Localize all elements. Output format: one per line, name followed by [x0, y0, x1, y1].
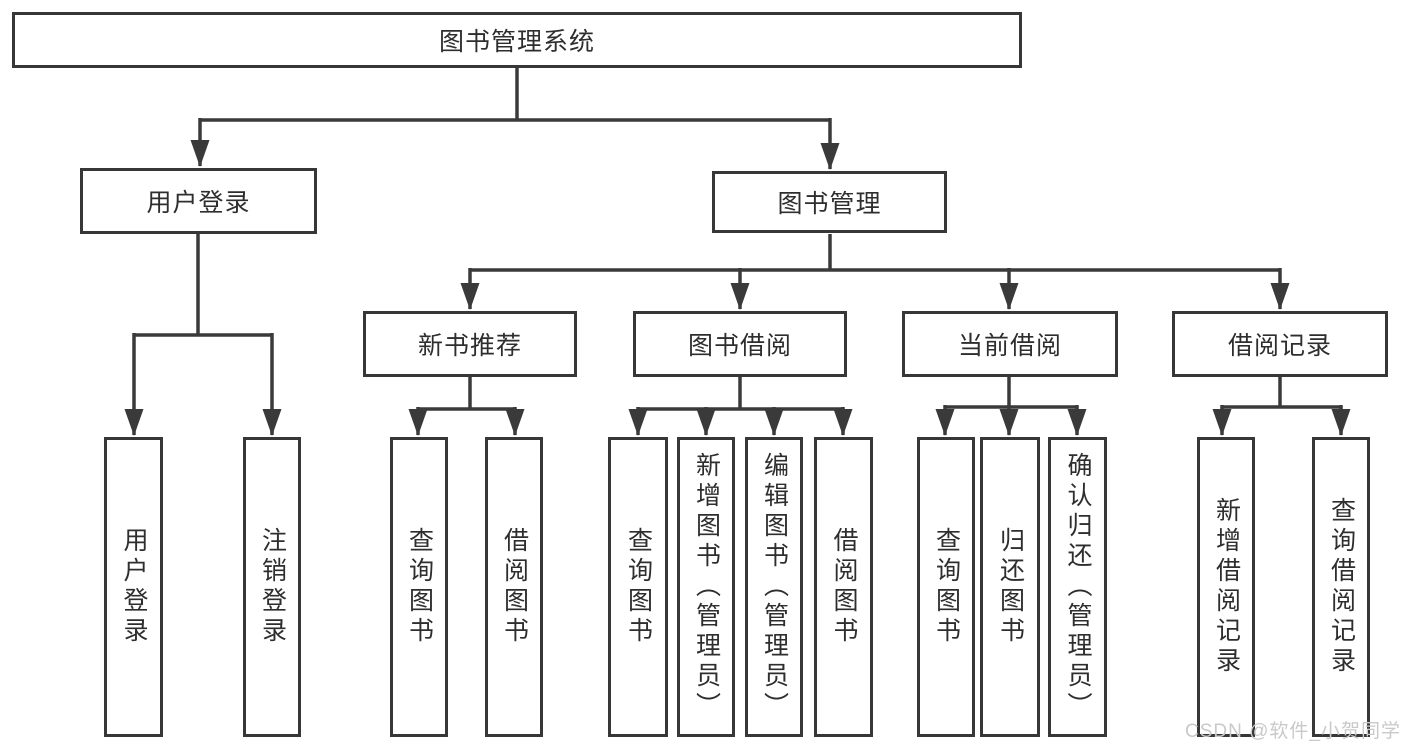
leaf-borrow-books: 借阅图书: [814, 437, 873, 737]
node-book-borrow: 图书借阅: [633, 311, 847, 377]
leaf-add-borrow-record: 新增借阅记录: [1197, 437, 1255, 737]
leaf-query-books-current: 查询图书: [917, 437, 975, 737]
edge-new-book-recommend-children: [408, 377, 525, 436]
node-new-book-recommend: 新书推荐: [363, 311, 577, 377]
leaf-confirm-return-admin: 确认归还（管理员）: [1048, 437, 1107, 737]
node-book-management: 图书管理: [712, 171, 947, 233]
edge-current-borrow-children: [935, 377, 1087, 436]
leaf-edit-books-admin: 编辑图书（管理员）: [745, 437, 803, 737]
watermark-text: CSDN @软件_小贺同学: [1185, 721, 1401, 742]
edge-book-management-children: [460, 234, 1290, 310]
node-current-borrow: 当前借阅: [902, 311, 1118, 377]
leaf-return-books: 归还图书: [980, 437, 1040, 737]
edge-borrow-records-children: [1212, 377, 1351, 436]
leaf-query-books-borrow: 查询图书: [608, 437, 668, 737]
leaf-borrow-books-recommend: 借阅图书: [485, 437, 543, 737]
edge-root-to-level2: [190, 68, 840, 170]
leaf-logout: 注销登录: [243, 437, 301, 737]
node-library-management-system: 图书管理系统: [12, 12, 1022, 68]
leaf-query-borrow-record: 查询借阅记录: [1312, 437, 1370, 737]
leaf-query-books-recommend: 查询图书: [390, 437, 448, 737]
edge-book-borrow-children: [628, 377, 853, 436]
node-user-login: 用户登录: [80, 168, 317, 234]
node-borrow-records: 借阅记录: [1172, 311, 1388, 377]
leaf-user-login: 用户登录: [104, 437, 163, 737]
leaf-add-books-admin: 新增图书（管理员）: [677, 437, 735, 737]
edge-user-login-children: [124, 234, 282, 436]
